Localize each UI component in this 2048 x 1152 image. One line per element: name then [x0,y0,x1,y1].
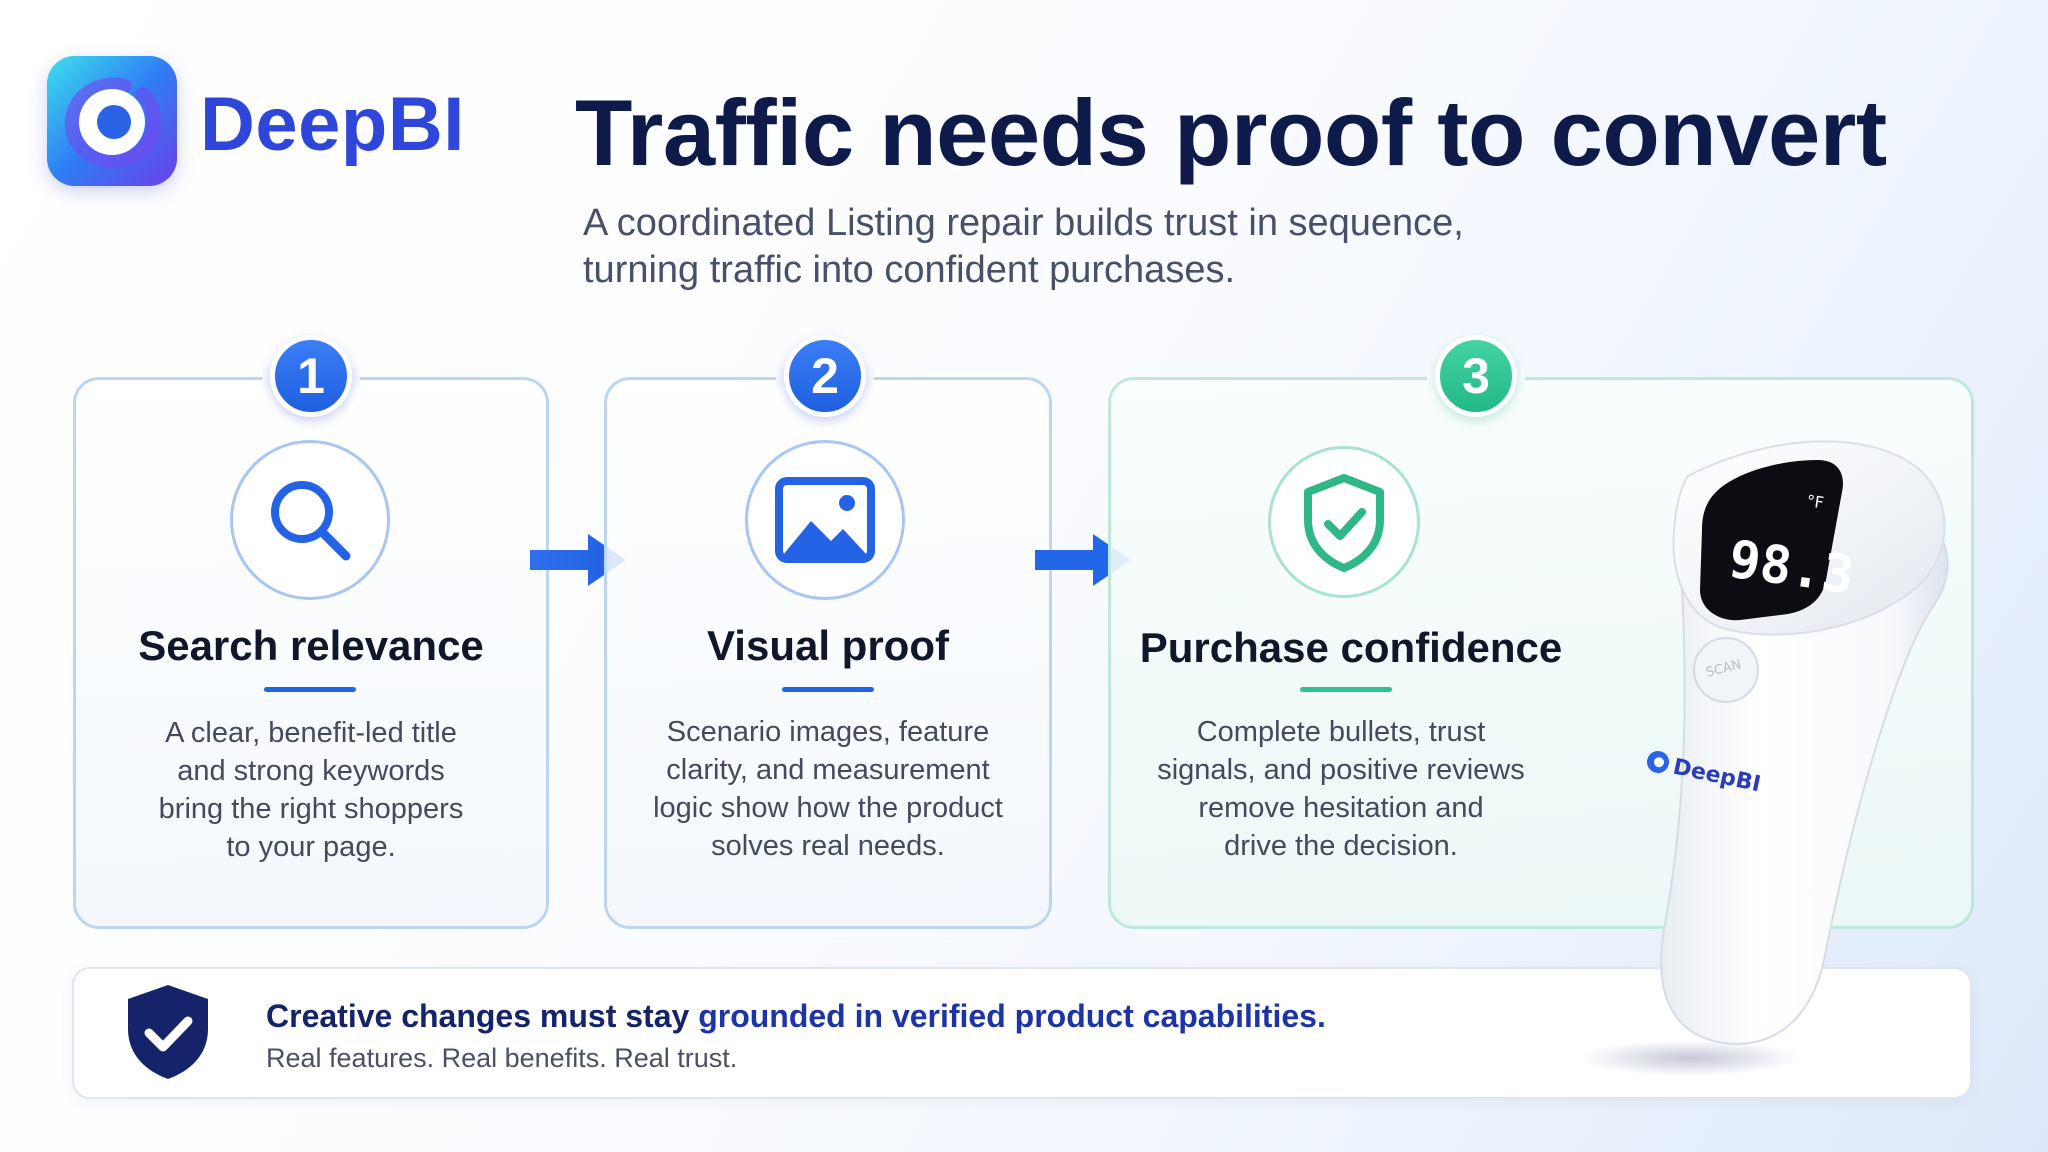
step-title: Search relevance [138,622,484,669]
step-description-line: Scenario images, feature [666,716,990,748]
step-number-badge: 2 [784,335,866,417]
subtitle-line: turning traffic into confident purchases… [583,249,1236,291]
shield-check-icon-circle [1268,446,1420,598]
step-title-underline [1300,687,1392,692]
step-title-underline [782,687,874,692]
search-icon [271,481,351,561]
step-description-line: logic show how the product [653,792,1003,824]
banner-title-emphasis: Creative changes must stay [266,998,699,1034]
step-number-badge: 3 [1435,335,1517,417]
banner-title-rest: grounded in verified product capabilitie… [698,998,1326,1034]
step-title-underline [264,687,356,692]
image-icon [775,477,875,563]
image-icon-circle [745,440,905,600]
page-title: Traffic needs proof to convert [575,80,1887,185]
banner-subtitle: Real features. Real benefits. Real trust… [266,1043,738,1073]
step-number-badge: 1 [270,335,352,417]
thermometer-product-image: °F 98.3 SCAN DeepBI [1540,430,1960,1090]
step-description-line: bring the right shoppers [158,793,464,825]
brand-name: DeepBI [200,82,465,167]
step-title: Visual proof [707,622,949,669]
page-subtitle: A coordinated Listing repair builds trus… [583,200,1583,294]
step-description: Scenario images, feature clarity, and me… [604,713,1052,865]
step-description-line: clarity, and measurement [666,754,990,786]
deepbi-logo-icon [47,56,177,186]
step-description-line: solves real needs. [711,830,945,862]
arrow-right-icon [1033,530,1133,590]
step-description-line: Complete bullets, trust [1196,716,1486,748]
step-description: A clear, benefit-led title and strong ke… [73,714,549,866]
step-description-line: and strong keywords [177,755,445,787]
step-description-line: A clear, benefit-led title [165,717,457,749]
temperature-unit: °F [1805,491,1825,512]
claims-banner [72,967,1972,1099]
search-icon-circle [230,440,390,600]
step-description-line: remove hesitation and [1198,792,1484,824]
subtitle-line: A coordinated Listing repair builds trus… [583,202,1464,244]
step-description-line: signals, and positive reviews [1157,754,1525,786]
shield-check-icon [124,983,212,1086]
step-title: Purchase confidence [1139,624,1563,671]
shield-check-icon [1304,474,1384,572]
step-description-line: to your page. [226,831,396,863]
banner-title: Creative changes must stay grounded in v… [266,998,1326,1035]
arrow-right-icon [528,530,628,590]
step-description-line: drive the decision. [1224,830,1458,862]
step-description: Complete bullets, trust signals, and pos… [1108,713,1574,865]
